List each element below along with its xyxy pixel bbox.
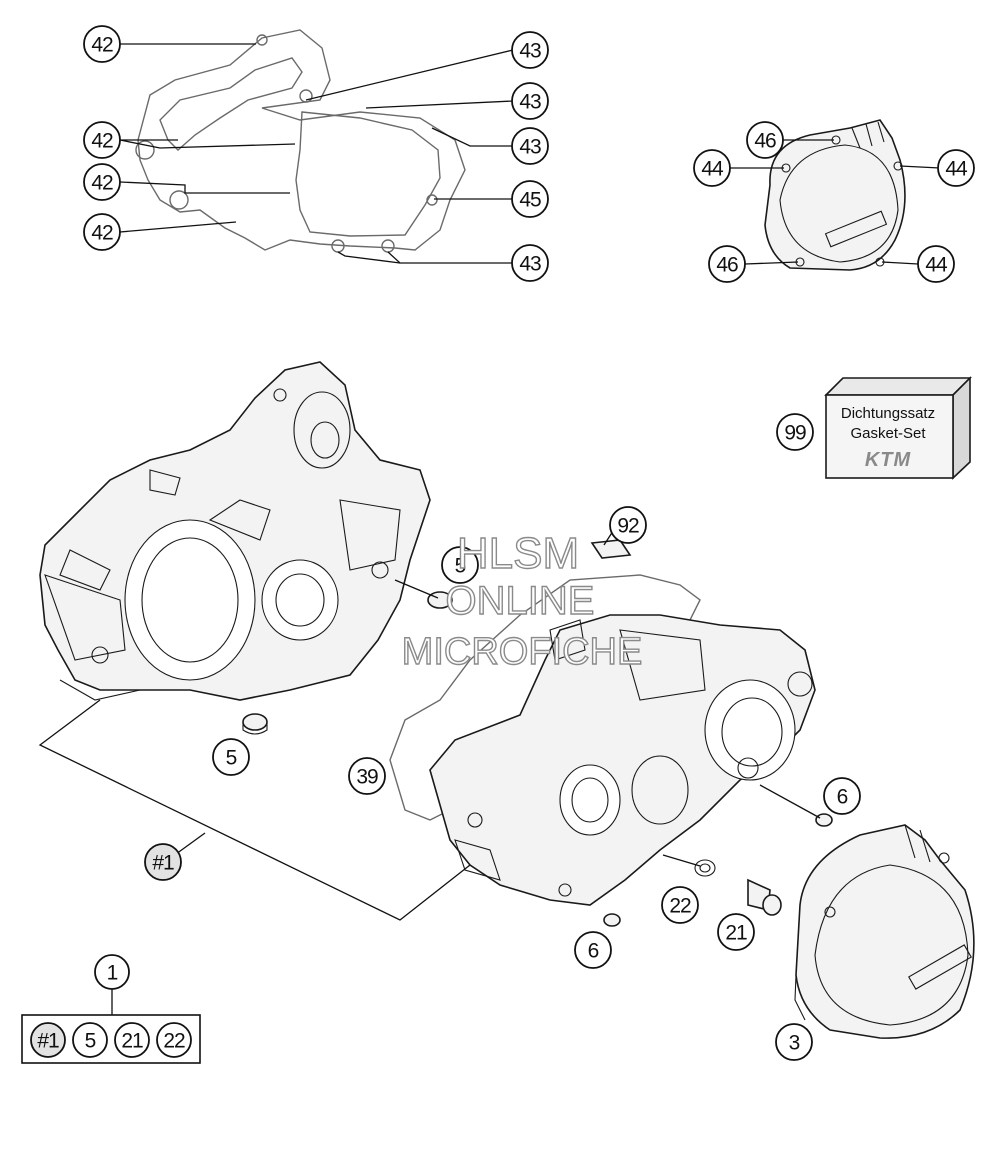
svg-text:46: 46 [754, 130, 776, 153]
svg-text:42: 42 [91, 130, 113, 153]
callout-5-lower[interactable]: 5 [212, 738, 250, 776]
callout-46-b[interactable]: 46 [708, 245, 746, 283]
kit-item-set-1[interactable]: #1 [30, 1022, 66, 1058]
svg-text:22: 22 [669, 895, 691, 918]
svg-text:92: 92 [617, 515, 639, 538]
watermark-line-3: MICROFICHE [402, 631, 643, 673]
callout-42-d[interactable]: 42 [83, 213, 121, 251]
callout-45[interactable]: 45 [511, 180, 549, 218]
svg-text:39: 39 [356, 766, 378, 789]
ktm-logo: KTM [865, 449, 912, 471]
callout-6-lower[interactable]: 6 [574, 931, 612, 969]
svg-text:43: 43 [519, 40, 541, 63]
callout-set-1[interactable]: #1 [144, 843, 182, 881]
dowel-pin-6-lower [603, 913, 621, 927]
svg-text:#1: #1 [37, 1030, 59, 1053]
svg-text:43: 43 [519, 91, 541, 114]
svg-text:#1: #1 [152, 852, 174, 875]
svg-text:6: 6 [588, 940, 599, 963]
svg-text:5: 5 [226, 747, 237, 770]
svg-text:43: 43 [519, 136, 541, 159]
svg-text:44: 44 [701, 158, 724, 181]
svg-text:5: 5 [455, 555, 466, 578]
svg-text:44: 44 [945, 158, 968, 181]
callout-22[interactable]: 22 [661, 886, 699, 924]
callout-3[interactable]: 3 [775, 1023, 813, 1061]
svg-text:3: 3 [789, 1032, 800, 1055]
callout-44-a[interactable]: 44 [693, 149, 731, 187]
kit-item-21[interactable]: 21 [114, 1022, 150, 1058]
callout-44-b[interactable]: 44 [937, 149, 975, 187]
svg-text:42: 42 [91, 172, 113, 195]
ignition-cover-large [794, 824, 975, 1039]
svg-text:99: 99 [784, 422, 806, 445]
crankcase-gasket-top [135, 29, 466, 253]
callout-1[interactable]: 1 [94, 954, 130, 990]
svg-text:43: 43 [519, 253, 541, 276]
kit-item-22[interactable]: 22 [156, 1022, 192, 1058]
callout-92[interactable]: 92 [609, 506, 647, 544]
reed-part-92 [590, 539, 632, 559]
svg-text:21: 21 [121, 1030, 143, 1053]
seal-ring-22 [694, 859, 716, 877]
svg-text:46: 46 [716, 254, 738, 277]
dowel-pin-6-upper [815, 813, 833, 827]
callout-42-a[interactable]: 42 [83, 25, 121, 63]
callout-43-d[interactable]: 43 [511, 244, 549, 282]
ignition-cover-small [764, 119, 906, 271]
callout-6-upper[interactable]: 6 [823, 777, 861, 815]
kit-item-5[interactable]: 5 [72, 1022, 108, 1058]
svg-text:22: 22 [163, 1030, 185, 1053]
svg-text:45: 45 [519, 189, 541, 212]
callout-42-c[interactable]: 42 [83, 163, 121, 201]
callout-43-b[interactable]: 43 [511, 82, 549, 120]
callout-43-c[interactable]: 43 [511, 127, 549, 165]
svg-text:6: 6 [837, 786, 848, 809]
dowel-pin-left [242, 713, 268, 735]
svg-text:21: 21 [725, 922, 747, 945]
gasket-set-label-en: Gasket-Set [850, 425, 926, 442]
crankcase-right-half [429, 614, 816, 906]
svg-text:44: 44 [925, 254, 948, 277]
gasket-set-label-de: Dichtungssatz [841, 405, 935, 422]
callout-21[interactable]: 21 [717, 913, 755, 951]
callout-99[interactable]: 99 [776, 413, 814, 451]
svg-text:5: 5 [85, 1030, 96, 1053]
callout-46-a[interactable]: 46 [746, 121, 784, 159]
svg-text:42: 42 [91, 222, 113, 245]
callout-44-c[interactable]: 44 [917, 245, 955, 283]
callout-5-upper[interactable]: 5 [441, 546, 479, 584]
crankcase-left-half [39, 361, 431, 701]
watermark-line-2: ONLINE [446, 579, 595, 623]
callout-39[interactable]: 39 [348, 757, 386, 795]
callout-43-a[interactable]: 43 [511, 31, 549, 69]
callout-42-b[interactable]: 42 [83, 121, 121, 159]
drain-plug-21 [747, 878, 782, 916]
svg-text:1: 1 [107, 962, 118, 985]
leader-lines-ignition [730, 139, 941, 265]
watermark-line-1: HLSM [457, 529, 579, 578]
leader-lines-gasket [119, 43, 514, 264]
gasket-set-box [824, 376, 972, 480]
svg-text:42: 42 [91, 34, 113, 57]
